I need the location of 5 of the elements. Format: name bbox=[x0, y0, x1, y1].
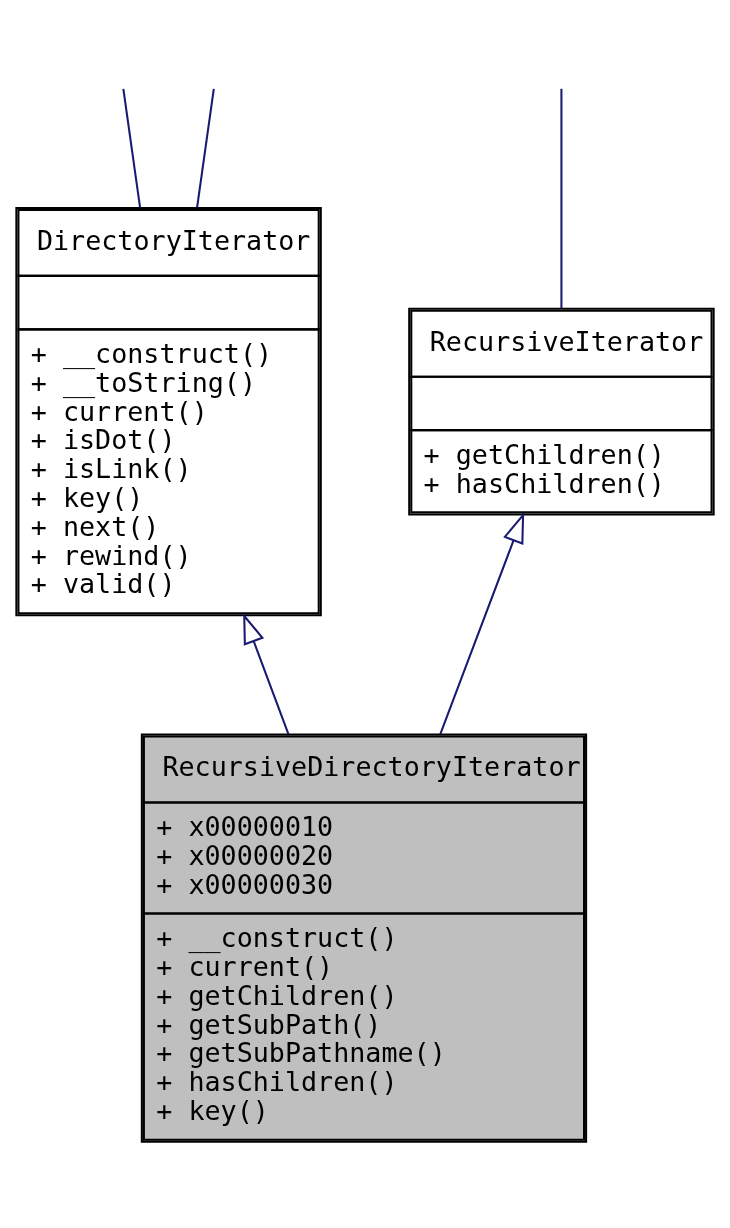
arrow bbox=[243, 612, 290, 734]
connector bbox=[196, 88, 215, 207]
connector bbox=[560, 88, 563, 308]
arrow bbox=[439, 511, 525, 734]
connector bbox=[122, 88, 142, 207]
